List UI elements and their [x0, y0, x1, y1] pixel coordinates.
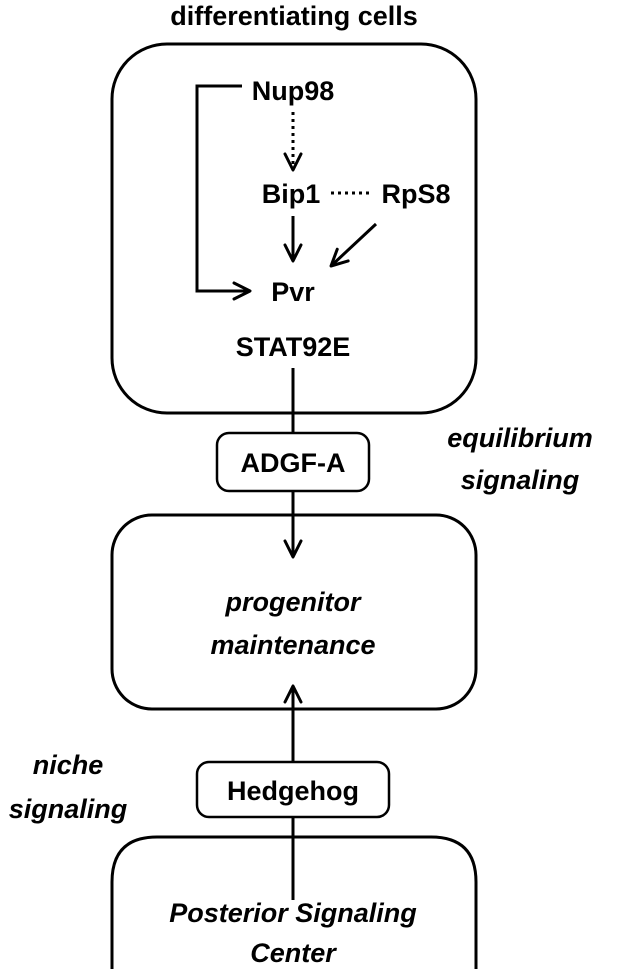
- node-bip1: Bip1: [262, 179, 321, 209]
- node-pvr: Pvr: [271, 277, 315, 307]
- node-stat92e: STAT92E: [236, 332, 351, 362]
- rps8-to-pvr-arrow: [329, 222, 378, 268]
- equilibrium-label-line2: signaling: [461, 465, 580, 495]
- nup98-to-pvr-arrow: [195, 84, 252, 301]
- progenitor-label-line1: progenitor: [225, 587, 362, 617]
- posterior-signaling-center-box: [110, 835, 478, 969]
- adgf-a-label: ADGF-A: [241, 448, 346, 478]
- diagram-title: differentiating cells: [170, 1, 418, 31]
- niche-label-line1: niche: [33, 750, 104, 780]
- node-rps8: RpS8: [381, 179, 450, 209]
- hedgehog-label: Hedgehog: [227, 776, 359, 806]
- niche-label-line2: signaling: [9, 794, 128, 824]
- psc-label-line1: Posterior Signaling: [169, 898, 417, 928]
- progenitor-label-line2: maintenance: [210, 630, 375, 660]
- node-nup98: Nup98: [252, 76, 335, 106]
- equilibrium-label-line1: equilibrium: [447, 423, 593, 453]
- psc-label-line2: Center: [250, 938, 337, 968]
